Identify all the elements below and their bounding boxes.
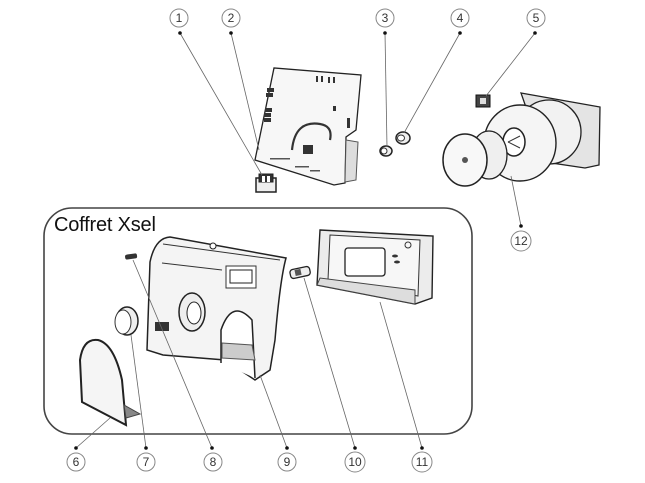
- callout-12-label: 12: [514, 234, 528, 248]
- leader-line-7: [130, 334, 147, 449]
- part-screw: [125, 253, 138, 260]
- callout-2: 2: [221, 8, 241, 28]
- callout-12: 12: [510, 230, 532, 252]
- leader-line-6: [75, 417, 111, 449]
- callout-4-label: 4: [457, 11, 464, 25]
- callout-9-label: 9: [284, 455, 291, 469]
- leader-line-10: [303, 277, 356, 449]
- callout-3: 3: [375, 8, 395, 28]
- leader-line-5: [485, 32, 536, 97]
- part-housing-box: [316, 229, 434, 305]
- leader-line-4: [403, 32, 461, 134]
- callout-4: 4: [450, 8, 470, 28]
- callout-10-label: 10: [348, 455, 362, 469]
- callout-5-label: 5: [533, 11, 540, 25]
- group-box-title: Coffret Xsel: [54, 214, 156, 236]
- leader-line-11: [379, 301, 423, 449]
- callout-8: 8: [203, 452, 223, 472]
- leader-line-3: [384, 32, 388, 148]
- callout-6: 6: [66, 452, 86, 472]
- part-connector: [255, 173, 277, 193]
- callout-11: 11: [411, 451, 433, 473]
- part-clip: [475, 94, 491, 108]
- part-knob: [114, 306, 139, 336]
- leader-line-1: [179, 32, 263, 176]
- callout-1-label: 1: [176, 11, 183, 25]
- callout-2-label: 2: [228, 11, 235, 25]
- callout-7: 7: [136, 452, 156, 472]
- part-front-panel: [146, 236, 287, 381]
- leader-line-12: [510, 175, 522, 227]
- callout-10: 10: [344, 451, 366, 473]
- callout-9: 9: [277, 452, 297, 472]
- callout-1: 1: [169, 8, 189, 28]
- part-fan-assembly: [442, 92, 601, 187]
- callout-8-label: 8: [210, 455, 217, 469]
- part-circuit-board: [254, 67, 362, 186]
- group-box-border: [43, 207, 473, 435]
- callout-3-label: 3: [382, 11, 389, 25]
- leader-line-9: [259, 374, 288, 449]
- callout-6-label: 6: [73, 455, 80, 469]
- part-front-cover: [78, 338, 142, 427]
- leader-line-2: [230, 32, 260, 151]
- callout-7-label: 7: [143, 455, 150, 469]
- leader-line-8: [132, 259, 213, 449]
- callout-11-label: 11: [416, 455, 429, 469]
- part-button-3: [379, 145, 393, 157]
- part-hinge: [289, 265, 311, 280]
- callout-5: 5: [526, 8, 546, 28]
- part-button-4: [395, 131, 411, 145]
